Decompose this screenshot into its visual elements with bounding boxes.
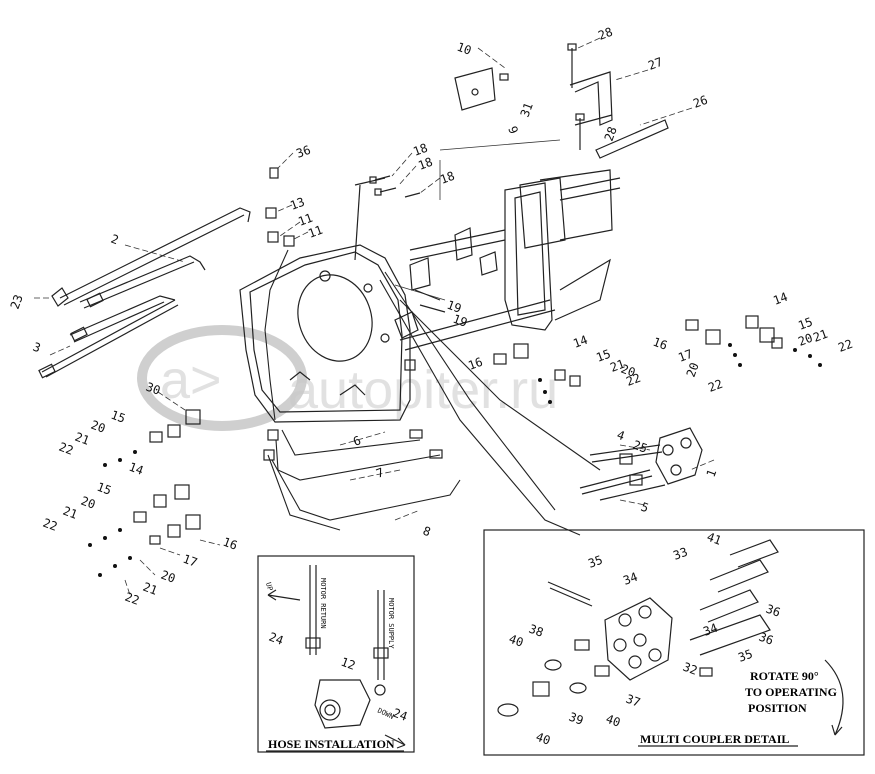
callout-9: 9: [505, 124, 521, 136]
callout-22f: 22: [123, 590, 141, 608]
callout-21b: 21: [811, 327, 829, 345]
callout-26: 26: [691, 93, 709, 111]
callout-20e: 20: [79, 494, 97, 512]
callout-14c: 14: [127, 460, 145, 478]
callout-22c: 22: [836, 337, 854, 355]
callout-33: 33: [671, 545, 689, 563]
callout-18b: 18: [416, 155, 434, 173]
watermark: a> autopiter.ru: [137, 325, 558, 431]
callout-18a: 18: [411, 141, 429, 159]
leader-lines: [34, 37, 715, 596]
callout-22b: 22: [706, 377, 724, 395]
callout-22d: 22: [57, 440, 75, 458]
callout-21e: 21: [141, 580, 159, 598]
callout-17b: 17: [181, 552, 199, 570]
callout-28: 28: [596, 25, 614, 43]
rotate-note-line2: TO OPERATING: [745, 685, 837, 699]
inset-hose-installation: MOTOR RETURN MOTOR SUPPLY UP DOWN HOSE I…: [257, 555, 415, 753]
motor-supply-label: MOTOR SUPPLY: [387, 598, 395, 649]
callout-1: 1: [704, 467, 720, 479]
callout-15d: 15: [95, 480, 113, 498]
rotate-note-line1: ROTATE 90°: [750, 669, 819, 683]
callout-23: 23: [8, 293, 26, 311]
bolt-dots: [88, 343, 822, 577]
top-brackets: [454, 43, 669, 159]
callout-17a: 17: [676, 347, 694, 365]
callout-21d: 21: [61, 504, 79, 522]
callout-18c: 18: [438, 169, 456, 187]
hydraulic-tubes-left: [38, 167, 295, 379]
callout-16c: 16: [221, 535, 239, 553]
callout-20a: 20: [619, 362, 637, 380]
watermark-logo: a>: [160, 350, 222, 410]
callout-15a: 15: [594, 347, 612, 365]
bolts: [369, 175, 446, 313]
callout-19a: 19: [445, 298, 463, 316]
callout-39: 39: [567, 710, 585, 728]
rotate-note-line3: POSITION: [748, 701, 807, 715]
callout-4: 4: [615, 428, 627, 444]
callout-7: 7: [374, 465, 386, 481]
callout-21c: 21: [73, 430, 91, 448]
callout-35a: 35: [586, 553, 604, 571]
callout-21a: 21: [608, 357, 626, 375]
inset-multi-coupler-detail: ROTATE 90° TO OPERATING POSITION MULTI C…: [483, 529, 865, 756]
up-label: UP: [264, 581, 274, 591]
callout-36b: 36: [757, 630, 775, 648]
callout-8: 8: [421, 524, 433, 540]
callout-22a: 22: [624, 371, 642, 389]
spacer-clusters: [133, 315, 783, 545]
callout-20d: 20: [89, 418, 107, 436]
callout-12: 12: [339, 655, 357, 673]
callout-labels: 10 28 27 9 31 28 26 36 18 18 18 13 11 11…: [8, 25, 855, 748]
callout-34a: 34: [621, 570, 639, 588]
callout-40b: 40: [604, 712, 622, 730]
callout-28b: 28: [602, 125, 620, 143]
callout-19b: 19: [451, 312, 469, 330]
callout-36: 36: [294, 143, 312, 161]
callout-34b: 34: [701, 621, 719, 639]
callout-30: 30: [144, 380, 162, 398]
callout-24a: 24: [267, 630, 285, 648]
callout-14a: 14: [571, 333, 589, 351]
watermark-text: autopiter.ru: [288, 360, 558, 420]
callout-36a: 36: [764, 602, 782, 620]
callout-10: 10: [455, 40, 473, 58]
callout-16b: 16: [466, 355, 484, 373]
callout-2: 2: [109, 232, 121, 248]
rear-tower-frame: [394, 139, 621, 351]
callout-3: 3: [31, 340, 43, 356]
main-frame-mount: [239, 177, 419, 423]
multi-coupler-title: MULTI COUPLER DETAIL: [640, 732, 789, 746]
callout-35b: 35: [736, 647, 754, 665]
callout-11b: 11: [306, 223, 324, 241]
callout-41: 41: [705, 530, 723, 548]
callout-25: 25: [631, 438, 649, 456]
callout-5: 5: [639, 500, 651, 516]
callout-15b: 15: [796, 315, 814, 333]
callout-11a: 11: [296, 211, 314, 229]
callout-20b: 20: [684, 361, 702, 379]
callout-38: 38: [527, 622, 545, 640]
callout-32: 32: [681, 660, 699, 678]
callout-24b: 24: [391, 706, 409, 724]
callout-13: 13: [288, 195, 306, 213]
callout-16a: 16: [651, 335, 669, 353]
callout-27: 27: [646, 55, 664, 73]
hose-installation-title: HOSE INSTALLATION: [268, 737, 395, 751]
callout-6: 6: [351, 433, 363, 449]
callout-37: 37: [624, 692, 642, 710]
callout-20c: 20: [796, 331, 814, 349]
callout-40c: 40: [534, 730, 552, 748]
callout-20f: 20: [159, 568, 177, 586]
coupler-assembly: [579, 427, 703, 501]
callout-14b: 14: [771, 290, 789, 308]
callout-22e: 22: [41, 516, 59, 534]
motor-return-label: MOTOR RETURN: [319, 578, 327, 629]
callout-31: 31: [518, 101, 536, 119]
callout-15c: 15: [109, 408, 127, 426]
callout-40a: 40: [507, 632, 525, 650]
long-hoses: [263, 249, 601, 536]
